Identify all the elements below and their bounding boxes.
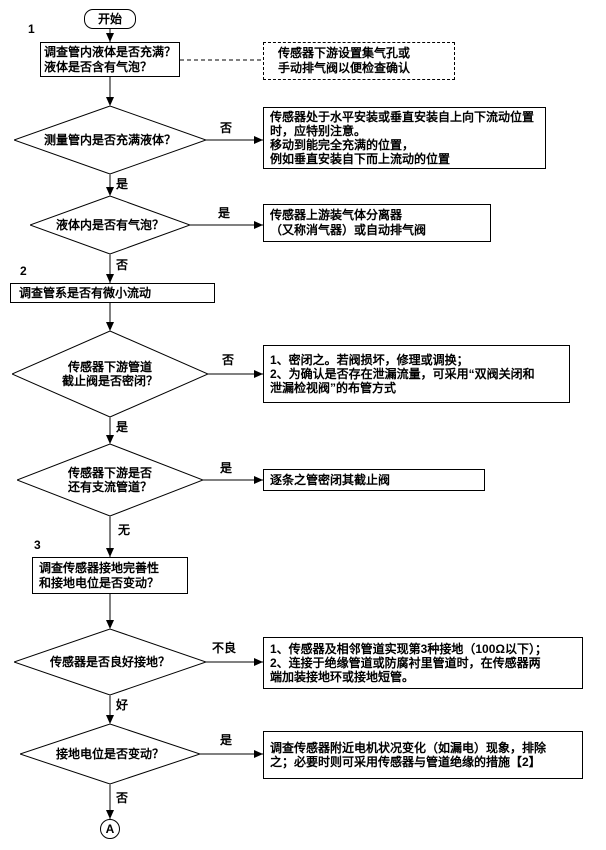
branch-label-yes: 是 — [116, 420, 129, 434]
diamond-shape — [12, 331, 208, 417]
diamond-shape — [30, 196, 190, 254]
result-stop-valve: 1、密闭之。若阀损坏，修理或调换； 2、为确认是否存在泄漏流量，可采用“双阀关闭… — [263, 345, 570, 403]
diamond-shape — [14, 106, 206, 174]
branch-label-no: 否 — [116, 791, 129, 805]
process-check-liquid-text: 调查管内液体是否充满？ 液体是否含有气泡？ — [44, 44, 177, 74]
note-vent-valve-text: 传感器下游设置集气孔或 手动排气阀以便检查确认 — [278, 46, 411, 75]
process-check-ground-text: 调查传感器接地完善性 和接地电位是否变动？ — [39, 560, 160, 590]
result-bubbles: 传感器上游装气体分离器 （又称消气器）或自动排气阀 — [263, 204, 491, 242]
decision-stop-valve: 传感器下游管道 截止阀是否密闭？ — [12, 331, 208, 417]
branch-label-no: 否 — [116, 258, 129, 272]
process-check-flow-text: 调查管系是否有微小流动 — [19, 285, 152, 300]
end-terminator: A — [100, 819, 120, 839]
start-terminator: 开始 — [84, 9, 136, 29]
decision-branch-pipe: 传感器下游是否 还有支流管道？ — [17, 444, 203, 516]
result-pipe-full-text: 传感器处于水平安装或垂直安装自上向下流动位置 时，应特别注意。 移动到能完全充满… — [270, 110, 535, 166]
decision-good-ground-text: 传感器是否良好接地？ — [49, 655, 170, 669]
branch-label-yes: 是 — [220, 461, 233, 475]
process-check-ground: 调查传感器接地完善性 和接地电位是否变动？ — [32, 557, 188, 594]
process-check-flow: 调查管系是否有微小流动 — [10, 283, 215, 303]
branch-label-no: 否 — [222, 353, 235, 367]
decision-branch-pipe-text: 传感器下游是否 还有支流管道？ — [67, 466, 152, 494]
branch-label-no: 否 — [220, 121, 233, 135]
result-good-ground: 1、传感器及相邻管道实现第3种接地（100Ω以下）； 2、连接于绝缘管道或防腐衬… — [263, 637, 583, 689]
branch-label-good: 好 — [116, 698, 129, 712]
decision-potential: 接地电位是否变动？ — [20, 724, 200, 784]
result-stop-valve-text: 1、密闭之。若阀损坏，修理或调换； 2、为确认是否存在泄漏流量，可采用“双阀关闭… — [270, 353, 535, 395]
branch-label-yes: 是 — [220, 733, 233, 747]
section-2-number: 2 — [20, 264, 27, 278]
end-terminator-label: A — [105, 822, 115, 836]
result-potential: 调查传感器附近电机状况变化（如漏电）现象，排除 之；必要时则可采用传感器与管道绝… — [263, 731, 583, 779]
diamond-shape — [20, 724, 200, 784]
branch-label-yes: 是 — [116, 177, 129, 191]
result-branch-pipe: 逐条之管密闭其截止阀 — [263, 469, 485, 491]
decision-stop-valve-text: 传感器下游管道 截止阀是否密闭？ — [61, 360, 158, 388]
decision-pipe-full: 测量管内是否充满液体？ — [14, 106, 206, 174]
result-bubbles-text: 传感器上游装气体分离器 （又称消气器）或自动排气阀 — [270, 208, 427, 237]
result-branch-pipe-text: 逐条之管密闭其截止阀 — [270, 472, 391, 487]
decision-potential-text: 接地电位是否变动？ — [55, 747, 164, 761]
result-pipe-full: 传感器处于水平安装或垂直安装自上向下流动位置 时，应特别注意。 移动到能完全充满… — [263, 107, 546, 169]
diamond-shape — [14, 629, 206, 695]
result-good-ground-text: 1、传感器及相邻管道实现第3种接地（100Ω以下）； 2、连接于绝缘管道或防腐衬… — [270, 642, 547, 684]
decision-bubbles-text: 液体内是否有气泡？ — [55, 218, 164, 232]
result-potential-text: 调查传感器附近电机状况变化（如漏电）现象，排除 之；必要时则可采用传感器与管道绝… — [270, 741, 547, 769]
decision-good-ground: 传感器是否良好接地？ — [14, 629, 206, 695]
note-vent-valve: 传感器下游设置集气孔或 手动排气阀以便检查确认 — [263, 42, 455, 80]
process-check-liquid: 调查管内液体是否充满？ 液体是否含有气泡？ — [40, 42, 180, 77]
branch-label-none: 无 — [118, 523, 131, 537]
start-label: 开始 — [97, 11, 122, 26]
decision-pipe-full-text: 测量管内是否充满液体？ — [43, 133, 176, 147]
section-1-number: 1 — [28, 22, 35, 36]
decision-bubbles: 液体内是否有气泡？ — [30, 196, 190, 254]
branch-label-bad: 不良 — [212, 641, 237, 655]
branch-label-yes: 是 — [218, 206, 231, 220]
section-3-number: 3 — [34, 538, 41, 552]
diamond-shape — [17, 444, 203, 516]
